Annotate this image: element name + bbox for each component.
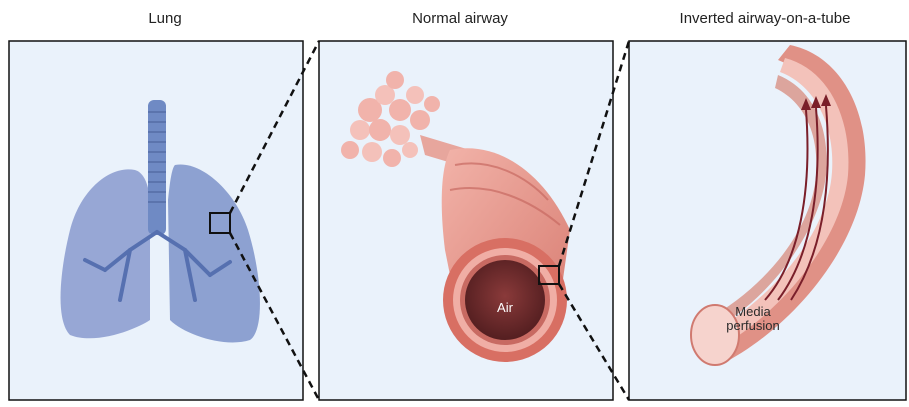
label-air: Air	[485, 300, 525, 315]
trachea	[148, 100, 166, 235]
label-media-line1: Media	[708, 305, 798, 319]
label-media-perfusion: Media perfusion	[708, 305, 798, 333]
panel-inverted-airway	[629, 41, 906, 400]
label-media-line2: perfusion	[708, 319, 798, 333]
